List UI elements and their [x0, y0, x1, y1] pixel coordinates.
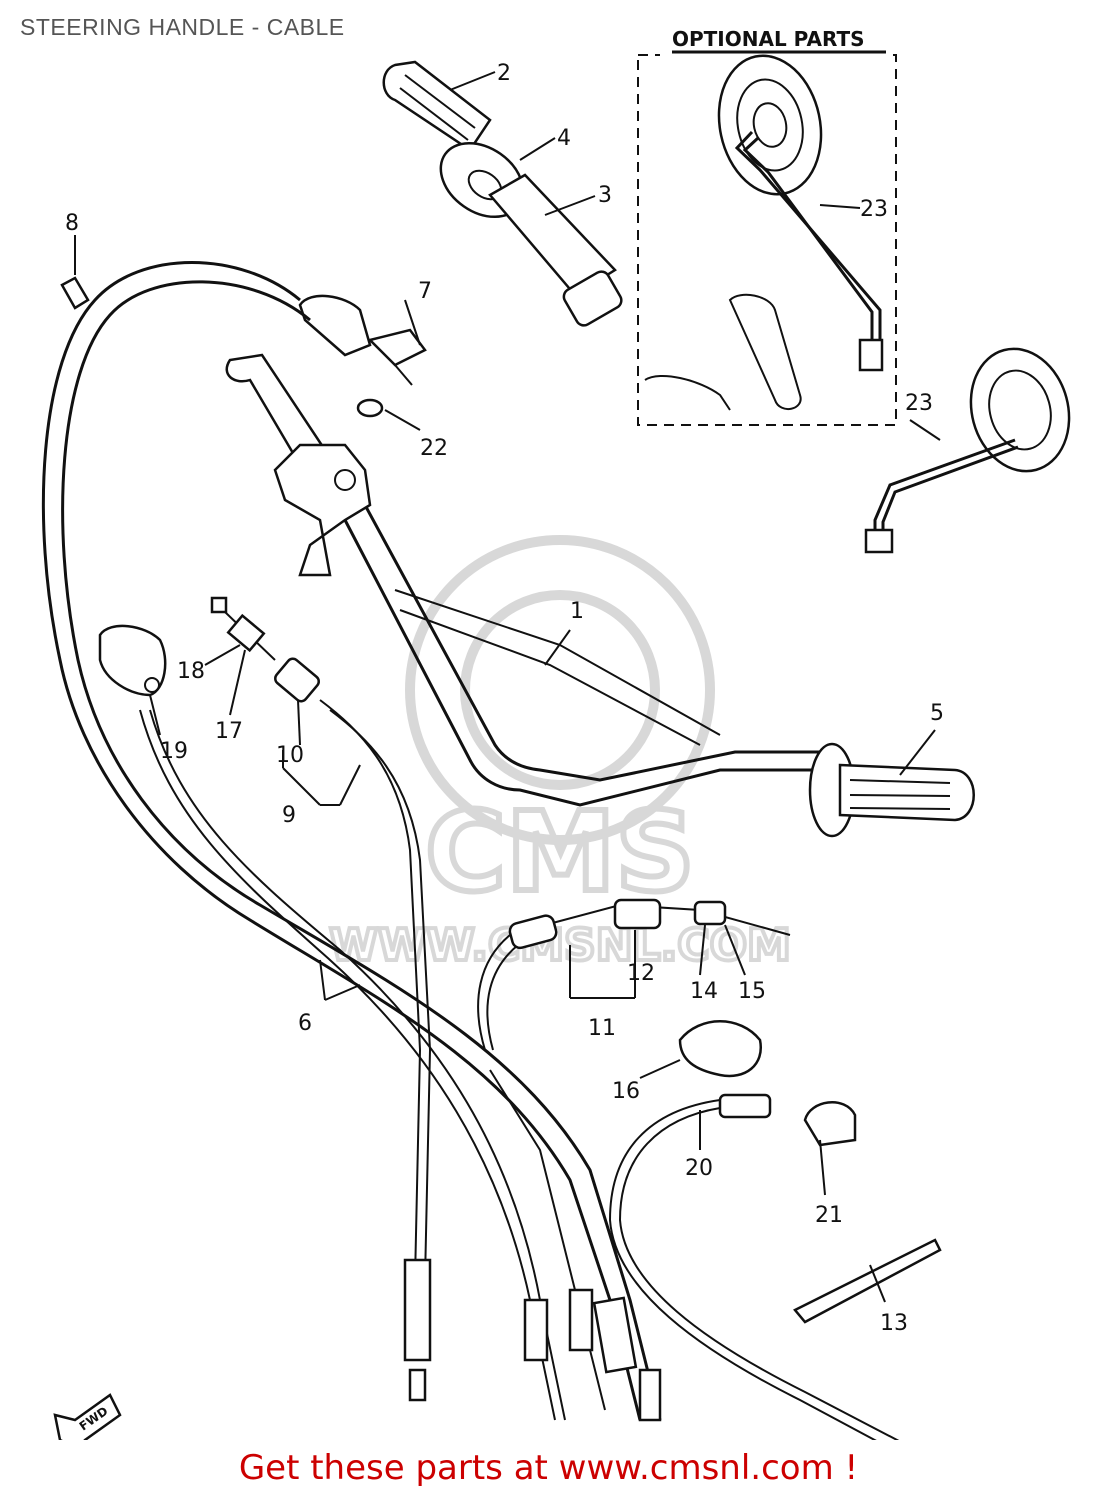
grip-part-5: [808, 742, 975, 838]
watermark-url: WWW.CMSNL.COM: [329, 920, 791, 971]
clamp-part-8: [60, 276, 90, 310]
footer-link-text: Get these parts at www.cmsnl.com !: [238, 1448, 859, 1488]
adjuster-parts-17-18-10: [210, 596, 320, 703]
fwd-arrow-icon: FWD: [53, 1393, 122, 1440]
callout-7: 7: [418, 279, 432, 304]
callout-4: 4: [557, 126, 571, 151]
callout-12: 12: [627, 961, 655, 986]
callout-2: 2: [497, 61, 511, 86]
optional-parts-label: OPTIONAL PARTS: [672, 27, 865, 51]
switch-part-7: [298, 294, 427, 386]
callout-1: 1: [570, 599, 584, 624]
page-title: STEERING HANDLE - CABLE: [20, 14, 345, 40]
mirror-part-23-optional: [644, 54, 884, 411]
callout-23: 23: [905, 391, 933, 416]
callout-14: 14: [690, 979, 718, 1004]
callout-3: 3: [598, 183, 612, 208]
cable-part-11: [477, 898, 791, 1051]
plug-part-22: [356, 398, 384, 418]
holder-part-16: [678, 1020, 763, 1078]
parts-diagram: CMS WWW.CMSNL.COM OPTIONAL PARTS: [41, 27, 1071, 1440]
cable-part-9: [319, 699, 432, 1402]
callout-20: 20: [685, 1156, 713, 1181]
callout-8: 8: [65, 211, 79, 236]
callout-10: 10: [276, 743, 304, 768]
callout-19: 19: [160, 739, 188, 764]
callout-21: 21: [815, 1203, 843, 1228]
band-part-13: [793, 1238, 942, 1324]
callout-11: 11: [588, 1016, 616, 1041]
grip-part-2: [382, 60, 492, 152]
lever-holder: [225, 353, 372, 577]
callout-labels: 1 2 3 4 5 6 7 8 9 10 11 12 13 14 15 16 1…: [65, 61, 944, 1336]
callout-17: 17: [215, 719, 243, 744]
callout-leaders: [74, 71, 941, 1303]
callout-13: 13: [880, 1311, 908, 1336]
callout-22: 22: [420, 436, 448, 461]
callout-23-optional: 23: [860, 197, 888, 222]
callout-5: 5: [930, 701, 944, 726]
cable-lines: [139, 709, 606, 1421]
callout-16: 16: [612, 1079, 640, 1104]
callout-9: 9: [282, 803, 296, 828]
callout-15: 15: [738, 979, 766, 1004]
holder-part-19: [98, 624, 167, 697]
callout-6: 6: [298, 1011, 312, 1036]
callout-18: 18: [177, 659, 205, 684]
watermark-brand: CMS: [425, 788, 694, 916]
mirror-part-23: [864, 347, 1071, 554]
throttle-tube-part-3: [488, 173, 623, 327]
cable-part-20: [608, 1093, 900, 1440]
